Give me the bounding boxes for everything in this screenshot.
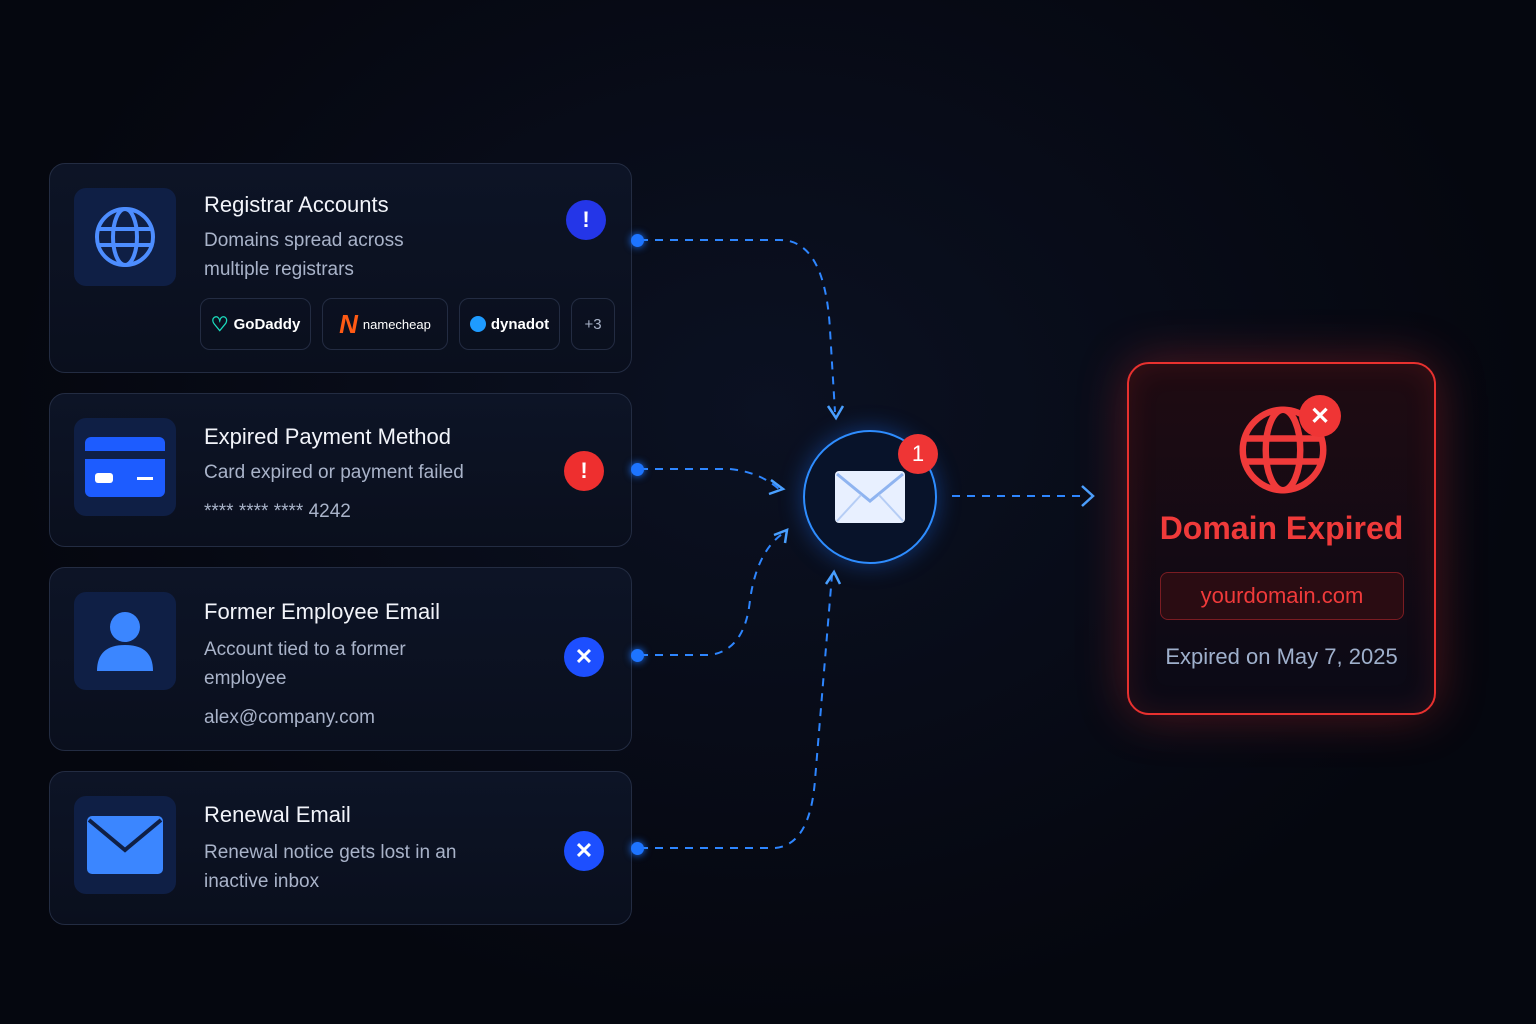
x-badge: ✕ <box>564 637 604 677</box>
employee-email: alex@company.com <box>204 707 375 728</box>
connector-employee <box>640 531 786 656</box>
warning-badge: ! <box>566 200 606 240</box>
error-x-icon: ✕ <box>1299 395 1341 437</box>
x-badge: ✕ <box>564 831 604 871</box>
envelope-icon <box>835 471 905 523</box>
user-icon <box>74 592 176 690</box>
connector-dot <box>631 649 644 662</box>
registrar-label: GoDaddy <box>233 315 301 333</box>
result-title: Domain Expired <box>1159 510 1404 546</box>
connector-registrar <box>640 239 836 413</box>
more-registrars[interactable]: +3 <box>571 298 615 350</box>
card-title: Registrar Accounts <box>204 192 389 217</box>
expired-payment-card: Expired Payment Method Card expired or p… <box>49 393 632 547</box>
registrar-accounts-card: Registrar Accounts Domains spread across… <box>49 163 632 373</box>
expiry-date: Expired on May 7, 2025 <box>1165 644 1398 669</box>
registrar-label: dynadot <box>490 315 550 333</box>
connector-dot <box>631 463 644 476</box>
error-badge: ! <box>564 451 604 491</box>
globe-icon <box>1239 406 1327 494</box>
card-description: Domains spread across multiple registrar… <box>204 230 404 280</box>
notification-count: 1 <box>898 434 938 474</box>
connector-dot <box>631 234 644 247</box>
connector-dot <box>631 842 644 855</box>
card-description: Card expired or payment failed <box>204 462 464 483</box>
domain-name: yourdomain.com <box>1160 572 1404 620</box>
card-number: **** **** **** 4242 <box>204 501 351 522</box>
credit-card-icon <box>74 418 176 516</box>
globe-icon <box>74 188 176 286</box>
renewal-email-card: Renewal Email Renewal notice gets lost i… <box>49 771 632 925</box>
namecheap-icon: N <box>339 308 358 339</box>
envelope-icon <box>74 796 176 894</box>
registrar-label: namecheap <box>362 316 431 332</box>
domain-expired-card: ✕ Domain Expired yourdomain.com Expired … <box>1127 362 1436 715</box>
connector-renewal <box>640 574 833 849</box>
dynadot-icon <box>469 316 486 332</box>
godaddy-icon: ♡ <box>210 313 229 336</box>
card-title: Expired Payment Method <box>204 424 452 449</box>
email-hub: 1 <box>803 430 938 564</box>
card-description: Renewal notice gets lost in an inactive … <box>204 842 457 892</box>
former-employee-card: Former Employee Email Account tied to a … <box>49 567 632 751</box>
registrar-dynadot: dynadot <box>459 298 560 350</box>
registrar-godaddy: ♡GoDaddy <box>200 298 311 350</box>
connector-payment <box>640 468 781 491</box>
card-title: Former Employee Email <box>204 599 440 624</box>
card-title: Renewal Email <box>204 802 351 827</box>
card-description: Account tied to a former employee <box>204 639 406 689</box>
